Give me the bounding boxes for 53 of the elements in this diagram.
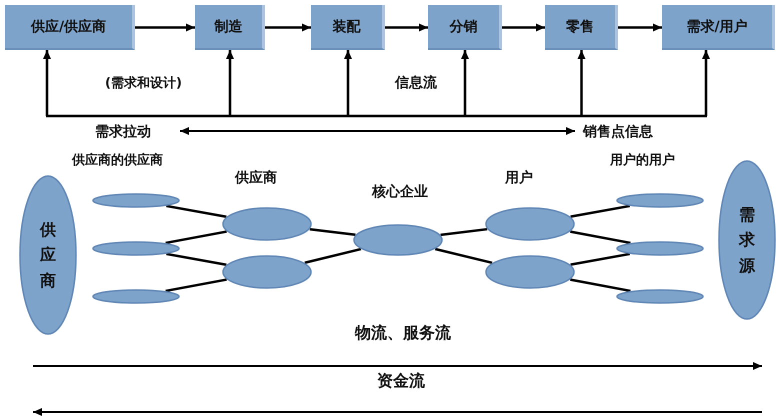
connector-line <box>304 248 362 264</box>
arrow <box>43 50 51 116</box>
ellipse <box>92 193 180 208</box>
text-label: 信息流 <box>395 74 437 92</box>
connector-line <box>570 252 630 266</box>
process-box: 零售 <box>545 5 618 50</box>
arrow <box>618 24 662 32</box>
connector-line <box>570 204 630 218</box>
text-label: (需求和设计) <box>105 75 182 92</box>
connector-line <box>166 252 227 266</box>
process-box: 分销 <box>428 5 502 50</box>
process-box: 制造 <box>195 5 265 50</box>
arrow <box>385 24 428 32</box>
connector-line <box>570 230 631 244</box>
connector-line <box>310 228 356 236</box>
arrow <box>502 24 545 32</box>
arrow <box>344 50 352 116</box>
text-label: 供应商的供应商 <box>72 152 163 169</box>
arrow <box>461 50 469 116</box>
process-box: 需求/用户 <box>662 5 775 50</box>
ellipse <box>222 255 312 289</box>
ellipse-node: 需求源 <box>718 160 776 320</box>
ellipse <box>92 289 180 304</box>
text-label: 资金流 <box>377 371 425 392</box>
process-box: 供应/供应商 <box>5 5 135 50</box>
ellipse <box>92 241 180 256</box>
connector-line <box>434 248 492 264</box>
ellipse <box>616 193 704 208</box>
arrow <box>702 50 710 116</box>
text-label: 供应商 <box>235 169 277 187</box>
text-label: 用户 <box>505 169 533 187</box>
arrow <box>265 24 311 32</box>
text-label: 销售点信息 <box>583 123 653 141</box>
ellipse <box>222 207 312 241</box>
ellipse <box>485 255 575 289</box>
ellipse <box>616 289 704 304</box>
arrow <box>226 50 234 116</box>
text-label: 用户的用户 <box>610 152 675 169</box>
text-label: 核心企业 <box>372 183 428 201</box>
connector-line <box>165 230 227 244</box>
connector-line <box>165 278 227 292</box>
ellipse-node: 供应商 <box>19 175 77 335</box>
ellipse <box>485 207 575 241</box>
text-label: 物流、服务流 <box>355 323 451 344</box>
arrow <box>578 50 586 116</box>
process-box: 装配 <box>311 5 385 50</box>
connector-line <box>570 278 631 292</box>
connector-line <box>166 204 227 218</box>
ellipse <box>616 241 704 256</box>
ellipse <box>353 224 443 256</box>
arrow <box>135 24 195 32</box>
connector-line <box>440 228 488 236</box>
text-label: 需求拉动 <box>95 123 151 141</box>
